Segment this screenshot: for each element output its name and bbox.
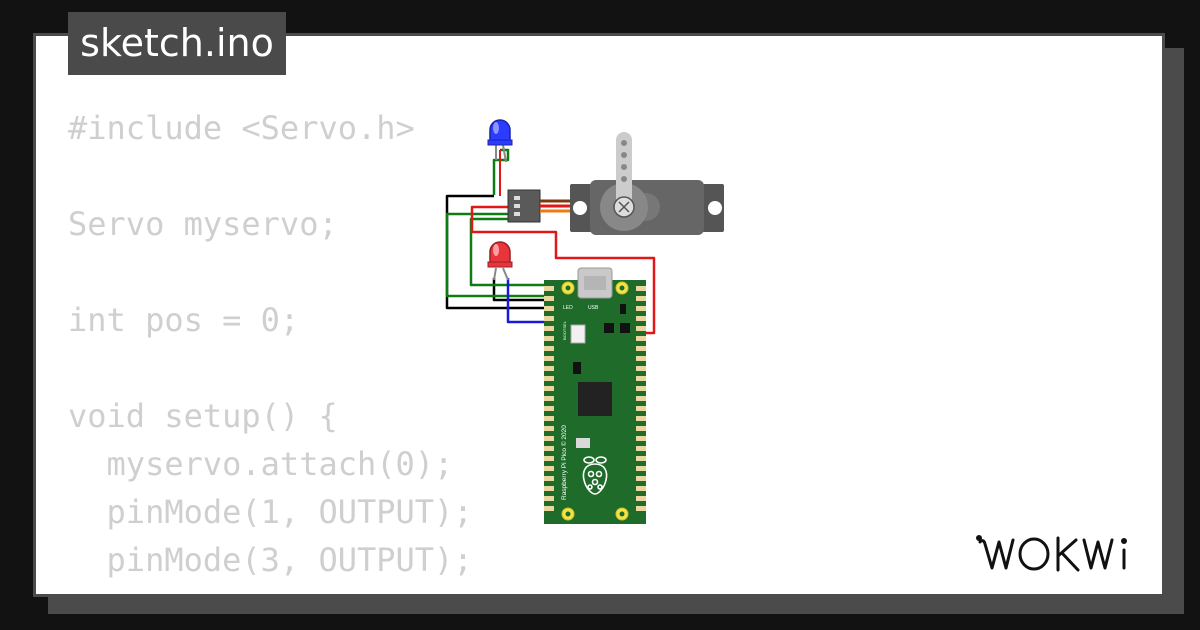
code-line: int pos = 0; bbox=[68, 301, 300, 339]
code-line: Servo myservo; bbox=[68, 205, 338, 243]
code-line: myservo.attach(0); bbox=[68, 445, 454, 483]
pico-led-label: LED bbox=[563, 305, 573, 311]
code-line: pinMode(1, OUTPUT); bbox=[68, 493, 473, 531]
wire-green-led bbox=[445, 212, 552, 298]
wires bbox=[445, 148, 656, 335]
pico-usb-label: USB bbox=[588, 305, 599, 311]
code-line: void setup() { bbox=[68, 397, 338, 435]
code-line: pinMode(3, OUTPUT); bbox=[68, 541, 473, 579]
red-led bbox=[487, 241, 513, 281]
pico-silk-text: Raspberry Pi Pico © 2020 bbox=[560, 425, 568, 500]
servo-motor bbox=[570, 132, 724, 235]
pico-pins-right bbox=[636, 286, 646, 511]
raspberry-logo-icon bbox=[582, 456, 608, 495]
code-block: #include <Servo.h> Servo myservo; int pos … bbox=[68, 104, 473, 594]
wire-red-servo bbox=[470, 205, 656, 335]
pico-pins-left bbox=[544, 286, 554, 511]
wokwi-logo bbox=[976, 535, 1127, 572]
file-title: sketch.ino bbox=[68, 12, 286, 75]
wire-green-servo bbox=[469, 217, 552, 287]
blue-led bbox=[487, 119, 513, 163]
code-line: #include <Servo.h> bbox=[68, 109, 415, 147]
wire-green-blue bbox=[492, 148, 510, 195]
pico-board: USB LED BOOTSEL Raspberry Pi Pico © 2020 bbox=[544, 267, 646, 524]
code-line: } bbox=[68, 584, 473, 594]
servo-connector bbox=[507, 189, 585, 223]
pico-bootsel-label: BOOTSEL bbox=[562, 320, 567, 340]
wire-blue-led bbox=[506, 278, 552, 324]
